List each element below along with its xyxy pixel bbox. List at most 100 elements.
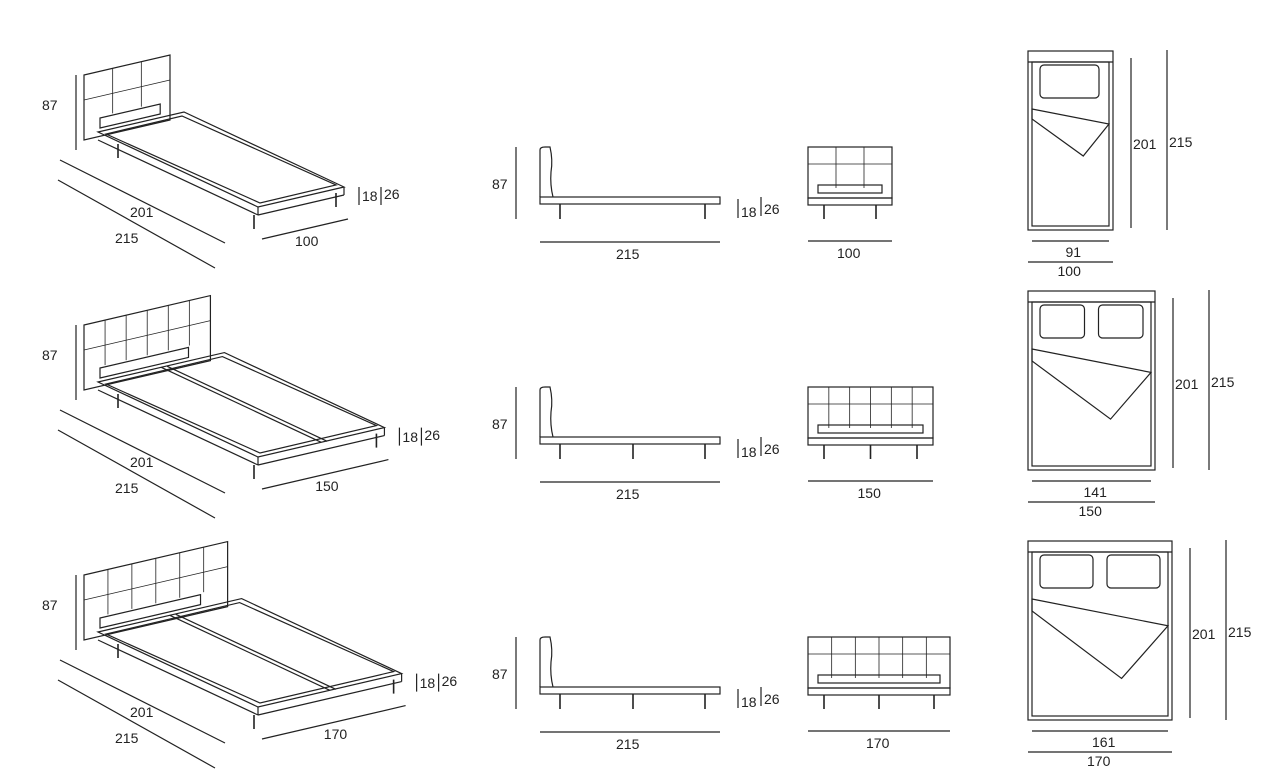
front-width-label: 150 [857,485,881,501]
pillow [1039,304,1086,339]
top-inner-length-label: 201 [1175,376,1199,392]
side-height-label: 87 [492,416,508,432]
front-frame [807,197,893,206]
top-frame [1027,50,1114,231]
side-height-label: 87 [492,176,508,192]
top-view-1 [1027,50,1168,263]
front-headboard-panel [817,424,924,434]
frame-side [97,389,259,466]
pillow [1097,304,1144,339]
top-width-label: 100 [1057,263,1081,279]
inner-length-dimension-line [59,659,226,744]
top-width-label: 170 [1087,753,1111,769]
top-frame [1027,540,1173,721]
side-view-3 [515,636,762,733]
side-frame [539,196,721,205]
frame-foot [257,194,345,216]
iso-leg-height-label: 18 [402,428,418,445]
iso-frame-height-label: 26 [424,426,440,443]
iso-inner-length-label: 201 [130,454,154,470]
front-headboard-panel [817,674,941,684]
side-frame [539,686,721,695]
iso-height-label: 87 [42,347,58,363]
frame-side [97,639,259,716]
headboard-tuft-line [83,566,228,601]
side-view-2 [515,386,762,483]
front-view-2 [807,386,934,482]
iso-frame-height-label: 26 [441,672,458,689]
frame-inner [104,355,379,454]
side-length-label: 215 [616,736,640,752]
pillow [1039,554,1094,589]
side-headboard [539,146,554,198]
front-frame [807,687,951,696]
side-length-label: 215 [616,246,640,262]
side-length-label: 215 [616,486,640,502]
iso-inner-length-label: 201 [130,204,154,220]
top-length-label: 215 [1211,374,1235,390]
isometric-view-1 [57,54,382,269]
top-frame [1027,290,1156,471]
side-height-label: 87 [492,666,508,682]
frame-top [96,111,346,208]
width-dimension-line [261,459,389,490]
top-view-2 [1027,290,1210,503]
front-width-label: 170 [866,735,890,751]
top-width-label: 150 [1078,503,1102,519]
headboard-tuft-line [83,320,211,351]
side-leg-height-label: 18 [741,694,757,710]
blanket-fold [1031,598,1170,680]
iso-length-label: 215 [115,480,139,496]
front-headboard-panel [817,184,883,194]
center-rail [175,613,337,690]
iso-length-label: 215 [115,730,139,746]
center-rail [166,365,328,442]
side-frame-height-label: 26 [764,201,780,217]
top-mattress [1031,551,1169,717]
isometric-view-2 [57,294,423,519]
front-width-label: 100 [837,245,861,261]
top-inner-length-label: 201 [1133,136,1157,152]
frame-side [97,139,259,216]
side-headboard [539,386,554,438]
side-leg-height-label: 18 [741,204,757,220]
width-dimension-line [261,218,349,240]
side-frame-height-label: 26 [764,441,780,457]
length-dimension-line [57,179,216,269]
isometric-view-3 [57,540,440,769]
iso-inner-length-label: 201 [130,704,154,720]
blanket-fold [1031,108,1111,157]
front-view-3 [807,636,951,732]
iso-height-label: 87 [42,97,58,113]
iso-length-label: 215 [115,230,139,246]
top-inner-width-label: 141 [1083,484,1107,500]
headboard-panel [99,346,190,379]
iso-height-label: 87 [42,597,58,613]
iso-leg-height-label: 18 [419,674,436,691]
side-view-1 [515,146,762,243]
top-mattress [1031,61,1110,227]
inner-length-dimension-line [59,159,226,244]
headboard-panel [99,593,202,629]
iso-width-label: 150 [315,478,339,495]
iso-leg-height-label: 18 [362,188,378,204]
inner-length-dimension-line [59,409,226,494]
frame-inner [104,115,338,204]
center-rail [169,614,331,691]
top-inner-width-label: 161 [1092,734,1116,750]
front-view-1 [807,146,893,242]
front-frame [807,437,934,446]
top-length-label: 215 [1228,624,1252,640]
blanket-fold [1031,348,1153,420]
frame-foot [257,435,385,466]
top-mattress [1031,301,1152,467]
pillow [1106,554,1161,589]
top-inner-width-label: 91 [1065,244,1082,260]
frame-foot [257,681,402,716]
pillow [1039,64,1100,99]
top-inner-length-label: 201 [1192,626,1216,642]
side-frame [539,436,721,445]
headboard [83,54,171,141]
headboard-tuft-line [83,79,171,101]
